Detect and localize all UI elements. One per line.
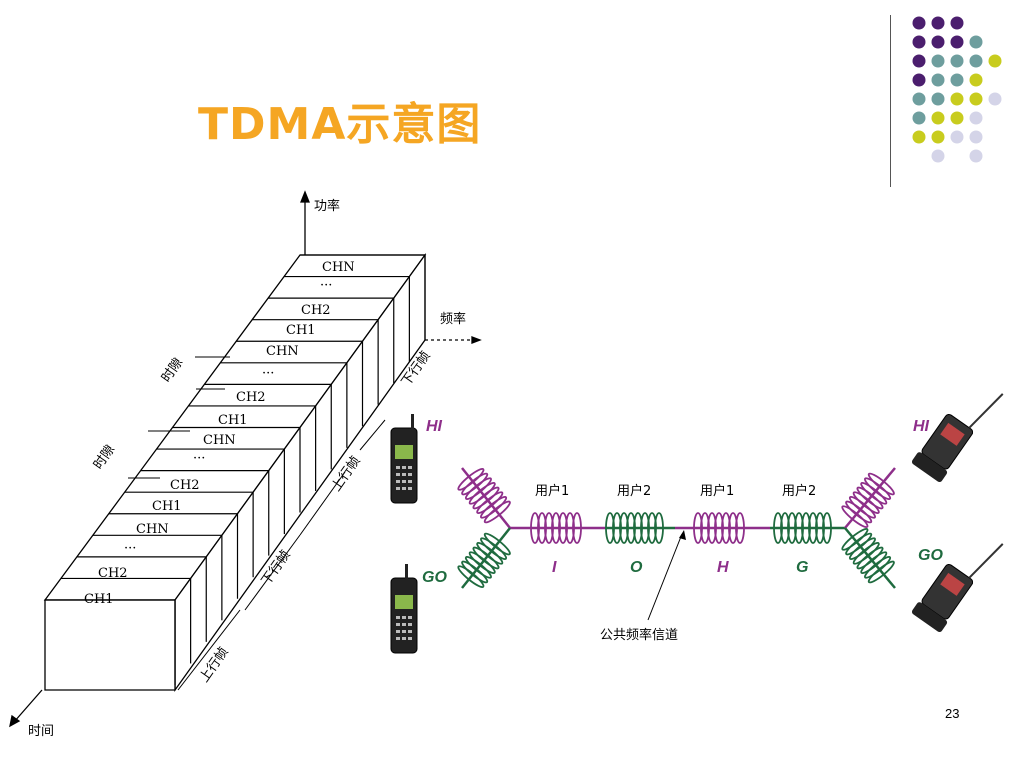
page-number: 23	[945, 706, 960, 721]
letter-g: G	[796, 559, 808, 576]
time-axis	[13, 689, 43, 723]
divider-line	[890, 15, 891, 187]
slide-title: TDMA示意图	[198, 99, 482, 150]
channel-label: CH2	[98, 566, 128, 581]
letter-h: H	[717, 559, 729, 576]
phone-left-bottom	[390, 564, 418, 654]
phone-right-bottom	[911, 543, 1004, 632]
channel-label: CH2	[301, 303, 331, 318]
letter-o: O	[630, 559, 643, 576]
channel-label: CH2	[236, 390, 266, 405]
channel-label: ···	[262, 366, 274, 381]
go-label-right: GO	[918, 547, 943, 564]
decorative-dot-grid	[912, 16, 1002, 163]
channel-label: CHN	[136, 522, 169, 537]
power-axis-arrow	[300, 190, 310, 203]
caption-pointer	[647, 533, 683, 621]
channel-label: CHN	[266, 344, 299, 359]
hi-label-right: HI	[913, 418, 930, 435]
channel-label: CH1	[218, 413, 248, 428]
time-axis-label: 时间	[28, 724, 54, 739]
hi-label-left: HI	[426, 418, 443, 435]
channel-label: CH2	[170, 478, 200, 493]
channel-label: CH1	[286, 323, 316, 338]
freq-axis-label: 频率	[440, 311, 466, 327]
phone-right-top	[911, 393, 1004, 482]
channel-label: CHN	[322, 260, 355, 275]
go-label-left: GO	[422, 569, 447, 586]
user-label: 用户1	[700, 483, 734, 499]
channel-label: ···	[193, 451, 205, 466]
letter-i: I	[552, 559, 557, 576]
user-label: 用户1	[535, 483, 569, 499]
channel-label: CH1	[152, 499, 182, 514]
channel-label: CHN	[203, 433, 236, 448]
power-axis-label: 功率	[314, 198, 340, 214]
channel-label: ···	[320, 278, 332, 293]
user-label: 用户2	[782, 483, 816, 499]
user-label: 用户2	[617, 483, 651, 499]
phone-left-top	[390, 414, 418, 504]
channel-label: CH1	[84, 592, 114, 607]
channel-label: ···	[124, 541, 136, 556]
channel-caption: 公共频率信道	[600, 627, 678, 643]
